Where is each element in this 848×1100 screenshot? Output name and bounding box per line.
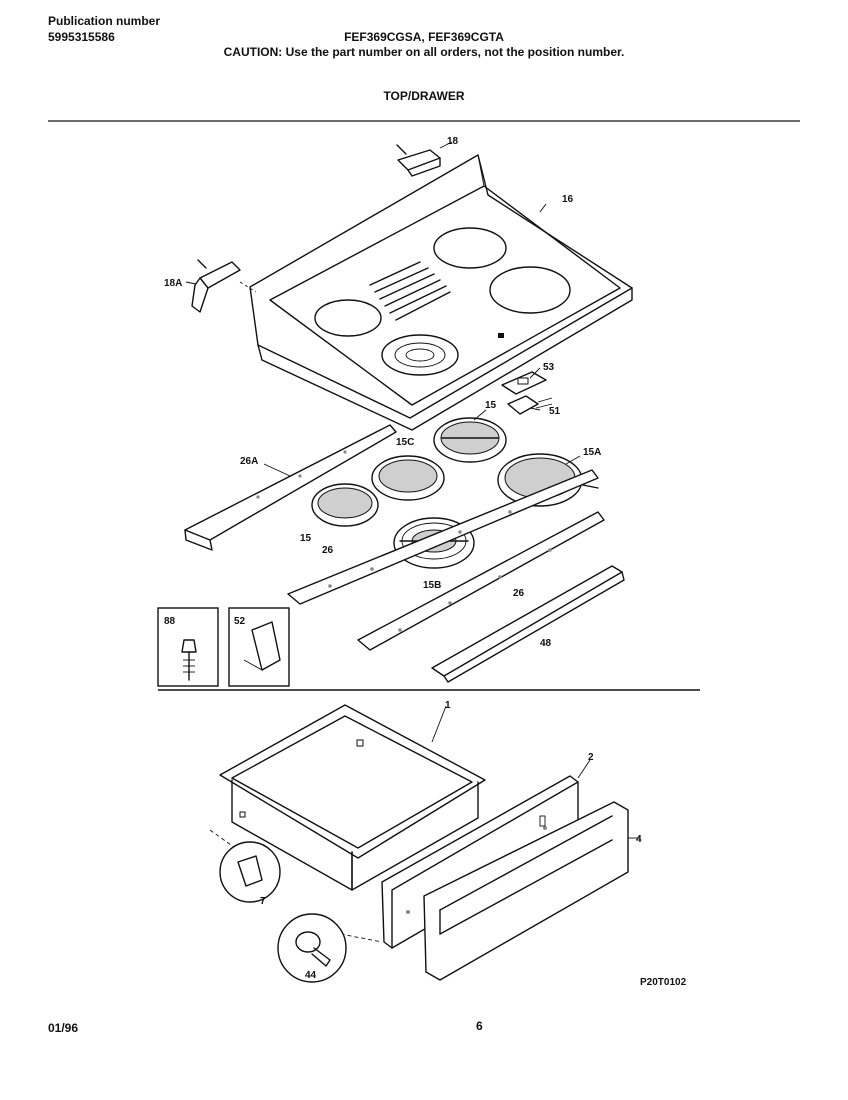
- bracket-26A: [184, 424, 397, 551]
- footer-date: 01/96: [48, 1021, 79, 1035]
- caution-note: CAUTION: Use the part number on all orde…: [223, 45, 625, 59]
- callout-44: 44: [305, 970, 317, 981]
- callout-18A: 18A: [164, 278, 182, 289]
- element-15-front: [311, 483, 379, 527]
- cooktop-top-16: [249, 154, 633, 431]
- hinge-18: [396, 141, 453, 177]
- vent-slots: [369, 261, 451, 321]
- callout-7: 7: [260, 896, 266, 907]
- publication-label: Publication number: [48, 14, 161, 28]
- callout-26-left: 26: [322, 545, 334, 556]
- drawing-id: P20T0102: [640, 977, 687, 988]
- inset-box-88: [157, 607, 219, 687]
- callout-26-right: 26: [513, 588, 525, 599]
- page-number: 6: [476, 1019, 483, 1033]
- callout-15-rear: 15: [485, 400, 497, 411]
- callout-2: 2: [588, 752, 594, 763]
- element-opening-front-left: [381, 334, 459, 376]
- section-title: TOP/DRAWER: [383, 89, 465, 103]
- trim-48: [431, 565, 625, 683]
- callout-88: 88: [164, 616, 176, 627]
- bracket-26-left: [287, 469, 599, 605]
- element-opening-rear-right: [433, 227, 507, 269]
- model-numbers: FEF369CGSA, FEF369CGTA: [344, 30, 504, 44]
- drawer-front-4: [423, 801, 640, 981]
- element-15-rear: [433, 417, 507, 463]
- element-opening-front-right: [489, 266, 571, 314]
- inset-box-52: [228, 607, 290, 687]
- publication-number: 5995315586: [48, 30, 115, 44]
- callout-52: 52: [234, 616, 246, 627]
- callout-1: 1: [445, 700, 451, 711]
- callout-15A: 15A: [583, 447, 601, 458]
- drawer-body-1: [219, 704, 486, 891]
- callout-51: 51: [549, 406, 561, 417]
- detail-circle-44: [277, 913, 347, 983]
- callout-15C: 15C: [396, 437, 414, 448]
- callout-16: 16: [562, 194, 574, 205]
- callout-15B: 15B: [423, 580, 441, 591]
- callout-4: 4: [636, 834, 642, 845]
- element-15C: [371, 455, 445, 501]
- callout-18: 18: [447, 136, 459, 147]
- callout-15-front: 15: [300, 533, 312, 544]
- detail-circle-7: [219, 841, 281, 903]
- leader-lines: [185, 203, 581, 743]
- limiter-51: [507, 395, 553, 415]
- hinge-18A: [191, 259, 257, 313]
- callout-26A: 26A: [240, 456, 258, 467]
- callout-labels: 18 18A 16 53 51 15 15C 15A 26A 15 26 15B…: [164, 136, 687, 988]
- switch-53: [501, 371, 547, 395]
- callout-48: 48: [540, 638, 552, 649]
- bracket-26-right: [357, 511, 605, 651]
- element-opening-rear-left: [314, 299, 382, 337]
- callout-53: 53: [543, 362, 555, 373]
